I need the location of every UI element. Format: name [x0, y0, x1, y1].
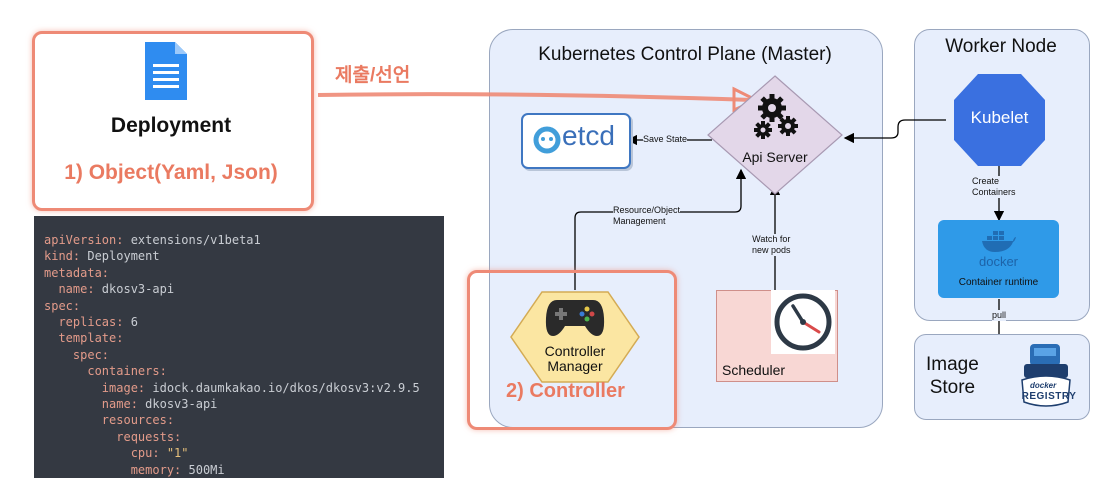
- yaml-value: extensions/v1beta1: [123, 233, 261, 247]
- yaml-key: spec:: [44, 347, 110, 362]
- image-store-label: Image Store: [926, 353, 979, 399]
- gamepad-icon: [545, 300, 605, 336]
- yaml-line: spec:: [44, 298, 80, 314]
- deployment-label: Deployment: [110, 114, 232, 137]
- worker-node-title: Worker Node: [945, 36, 1057, 57]
- etcd-icon: [533, 126, 561, 154]
- yaml-key: name:: [44, 397, 138, 411]
- yaml-value: 500Mi: [181, 462, 225, 477]
- yaml-key: requests:: [44, 429, 182, 444]
- docker-registry-logo: [1021, 344, 1071, 407]
- yaml-value: idock.daumkakao.io/dkos/dkosv3:v2.9.5: [145, 380, 420, 395]
- yaml-line: template:: [44, 330, 123, 346]
- yaml-line: containers:: [44, 363, 167, 379]
- yaml-key: cpu:: [44, 446, 160, 461]
- yaml-line: replicas: 6: [44, 314, 138, 330]
- yaml-key: template:: [44, 331, 124, 346]
- yaml-line: resources:: [44, 412, 174, 428]
- yaml-line: requests:: [44, 429, 181, 445]
- scheduler-label: Scheduler: [722, 362, 786, 378]
- yaml-line: cpu: "1": [44, 445, 189, 461]
- deployment-box: [32, 31, 314, 211]
- yaml-line: image: idock.daumkakao.io/dkos/dkosv3:v2…: [44, 380, 420, 396]
- api-server-diamond: [707, 75, 843, 195]
- controller-manager-label: Controller Manager: [511, 344, 639, 374]
- submit-label: 제출/선언: [335, 65, 411, 86]
- yaml-value: dkosv3-api: [137, 397, 218, 411]
- api-server-label: Api Server: [742, 149, 808, 165]
- docker-whale-icon: [982, 231, 1016, 252]
- docker-word: docker: [978, 254, 1019, 269]
- resource-management-label: Resource/Object Management: [613, 205, 681, 227]
- yaml-key: image:: [44, 380, 146, 395]
- watch-label-line2: new pods: [752, 245, 791, 255]
- yaml-key: metadata:: [44, 265, 110, 280]
- yaml-line: name: dkosv3-api: [44, 281, 174, 297]
- save-state-label: Save State: [643, 134, 688, 145]
- yaml-key: resources:: [44, 413, 175, 428]
- clock-icon: [774, 293, 832, 351]
- kubelet-octagon: [954, 74, 1045, 166]
- yaml-value: dkosv3-api: [94, 282, 175, 297]
- registry-logo-bottom: REGISTRY: [1021, 391, 1077, 402]
- image-store-line1: Image: [926, 354, 979, 375]
- controller-box: [467, 270, 677, 430]
- controller-hexagon: [510, 291, 640, 383]
- watch-pods-label: Watch for new pods: [752, 234, 791, 256]
- object-label: 1) Object(Yaml, Json): [64, 161, 278, 184]
- yaml-line: memory: 500Mi: [44, 462, 225, 478]
- yaml-line: apiVersion: extensions/v1beta1: [44, 232, 261, 248]
- yaml-value: "1": [159, 446, 189, 461]
- gears-icon: [754, 94, 798, 139]
- yaml-key: containers:: [44, 364, 167, 379]
- kubelet-to-api-line: [843, 119, 946, 144]
- yaml-key: kind:: [44, 249, 81, 264]
- yaml-key: memory:: [44, 462, 182, 477]
- yaml-key: apiVersion:: [44, 233, 124, 247]
- controller-box-label: 2) Controller: [506, 380, 625, 402]
- watch-label-line1: Watch for: [752, 234, 791, 244]
- container-runtime-label: Container runtime: [958, 277, 1039, 288]
- create-label-line1: Create: [972, 176, 1000, 186]
- kubelet-label: Kubelet: [970, 108, 1029, 127]
- docker-runtime-box: [938, 220, 1059, 298]
- yaml-value: 6: [123, 315, 138, 329]
- resource-label-line2: Management: [613, 216, 666, 226]
- yaml-key: spec:: [44, 298, 81, 313]
- image-store-line2: Store: [929, 377, 976, 398]
- yaml-value: Deployment: [80, 249, 160, 264]
- yaml-line: metadata:: [44, 265, 109, 281]
- pull-label: pull: [992, 310, 1007, 321]
- create-label-line2: Containers: [972, 187, 1016, 197]
- control-plane-title: Kubernetes Control Plane (Master): [538, 44, 832, 65]
- resource-label-line1: Resource/Object: [613, 205, 681, 215]
- yaml-line: name: dkosv3-api: [44, 396, 218, 412]
- create-containers-label: Create Containers: [972, 176, 1016, 198]
- etcd-logo: [521, 113, 631, 169]
- yaml-key: replicas:: [44, 315, 124, 329]
- submit-arrow: [317, 92, 753, 102]
- yaml-line: spec:: [44, 347, 109, 363]
- etcd-label: etcd: [562, 120, 615, 151]
- controller-label-line2: Manager: [547, 358, 603, 374]
- document-icon: [145, 42, 187, 100]
- registry-logo-top: docker: [1030, 381, 1057, 390]
- controller-label-line1: Controller: [544, 343, 606, 359]
- yaml-line: kind: Deployment: [44, 248, 160, 264]
- yaml-key: name:: [44, 282, 95, 297]
